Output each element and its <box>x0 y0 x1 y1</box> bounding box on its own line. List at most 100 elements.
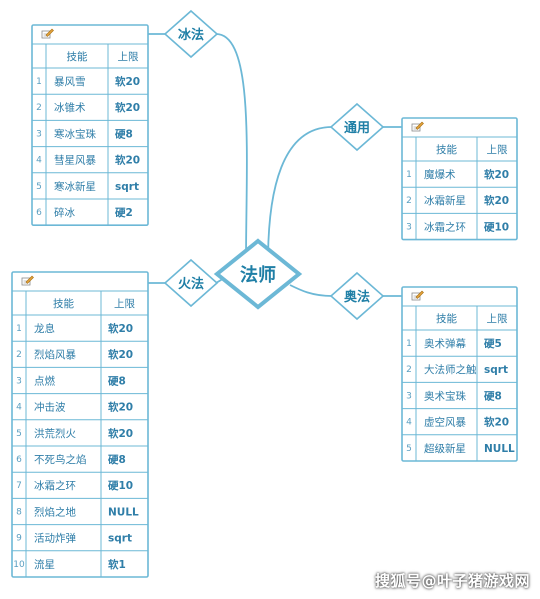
skill-limit: sqrt <box>108 533 132 545</box>
table-row: 3 奥术宝珠 硬8 <box>406 389 502 402</box>
skill-limit: 软20 <box>108 322 133 335</box>
row-index: 7 <box>16 481 22 491</box>
skill-name: 洪荒烈火 <box>34 428 76 440</box>
column-header-skill: 技能 <box>67 50 88 63</box>
table-frame <box>11 271 149 578</box>
skill-limit: 软20 <box>484 194 509 207</box>
skill-limit: 硬10 <box>484 221 509 233</box>
table-row: 5 超级新星 NULL <box>406 442 515 455</box>
skill-limit: 软20 <box>115 75 140 88</box>
branch-node: 通用 <box>329 102 385 152</box>
skill-name: 流星 <box>34 558 55 571</box>
skill-name: 冰锥术 <box>54 101 86 114</box>
note-edit-icon <box>41 28 54 39</box>
table-row: 4 虚空风暴 软20 <box>406 416 509 429</box>
skill-limit: NULL <box>484 443 515 455</box>
row-index: 9 <box>16 534 22 544</box>
skill-limit: 软20 <box>108 401 133 414</box>
skill-name: 超级新星 <box>424 442 466 455</box>
row-index: 1 <box>406 339 412 349</box>
skill-limit: 软20 <box>115 154 140 167</box>
skill-name: 冰霜之环 <box>34 479 76 492</box>
skill-limit: 软20 <box>484 416 509 429</box>
note-edit-icon <box>411 290 424 301</box>
skill-name: 活动炸弹 <box>34 532 76 545</box>
column-header-limit: 上限 <box>118 51 139 63</box>
skill-name: 冰霜新星 <box>424 194 466 207</box>
skill-name: 奥术弹幕 <box>424 337 466 350</box>
note-edit-icon <box>21 275 34 286</box>
skill-name: 不死鸟之焰 <box>34 453 87 466</box>
branch-label: 通用 <box>344 120 370 136</box>
row-index: 4 <box>36 156 42 166</box>
skill-name: 冲击波 <box>34 401 66 414</box>
skill-limit: NULL <box>108 506 139 518</box>
column-header-skill: 技能 <box>436 312 457 325</box>
skill-name: 寒冰新星 <box>54 180 96 193</box>
branch-label: 火法 <box>178 276 204 292</box>
table-row: 1 暴风雪 软20 <box>36 75 140 88</box>
skill-limit: 硬8 <box>484 390 502 402</box>
skill-limit: 硬8 <box>108 375 126 387</box>
branch-node: 冰法 <box>163 9 219 59</box>
skill-limit: sqrt <box>484 364 508 376</box>
center-label: 法师 <box>240 264 276 286</box>
column-header-limit: 上限 <box>487 313 508 325</box>
column-header-limit: 上限 <box>114 298 135 310</box>
branch-node: 火法 <box>163 258 219 308</box>
row-index: 4 <box>16 403 22 413</box>
row-index: 5 <box>406 444 412 454</box>
skill-name: 虚空风暴 <box>424 416 466 429</box>
row-index: 1 <box>16 324 22 334</box>
skill-name: 烈焰风暴 <box>34 348 76 361</box>
skill-name: 大法师之触 <box>424 363 477 376</box>
row-index: 3 <box>406 391 412 401</box>
skill-limit: 软20 <box>115 101 140 114</box>
row-index: 2 <box>16 350 22 360</box>
row-index: 4 <box>406 418 412 428</box>
table-row: 2 冰霜新星 软20 <box>406 194 509 207</box>
connector-line <box>215 33 248 263</box>
column-header-skill: 技能 <box>436 143 457 156</box>
row-index: 5 <box>36 182 42 192</box>
skill-name: 点燃 <box>34 374 55 387</box>
column-header-limit: 上限 <box>487 144 508 156</box>
row-index: 1 <box>36 77 42 87</box>
row-index: 3 <box>36 129 42 139</box>
connector-line <box>267 126 333 263</box>
skill-name: 烈焰之地 <box>34 505 76 518</box>
row-index: 2 <box>406 196 412 206</box>
skill-name: 奥术宝珠 <box>424 389 466 402</box>
branch-node: 奥法 <box>329 271 385 321</box>
skill-name: 冰霜之环 <box>424 220 466 233</box>
table-frame <box>401 117 518 241</box>
skill-limit: 软20 <box>484 168 509 181</box>
watermark-text: 搜狐号@叶子猪游戏网 <box>374 572 530 590</box>
skill-name: 碎冰 <box>54 206 75 219</box>
column-header-skill: 技能 <box>53 297 74 310</box>
row-index: 8 <box>16 507 22 517</box>
skill-limit: 硬8 <box>108 454 126 466</box>
row-index: 6 <box>36 208 42 218</box>
table-row: 8 烈焰之地 NULL <box>16 505 139 518</box>
skill-name: 暴风雪 <box>54 76 86 88</box>
